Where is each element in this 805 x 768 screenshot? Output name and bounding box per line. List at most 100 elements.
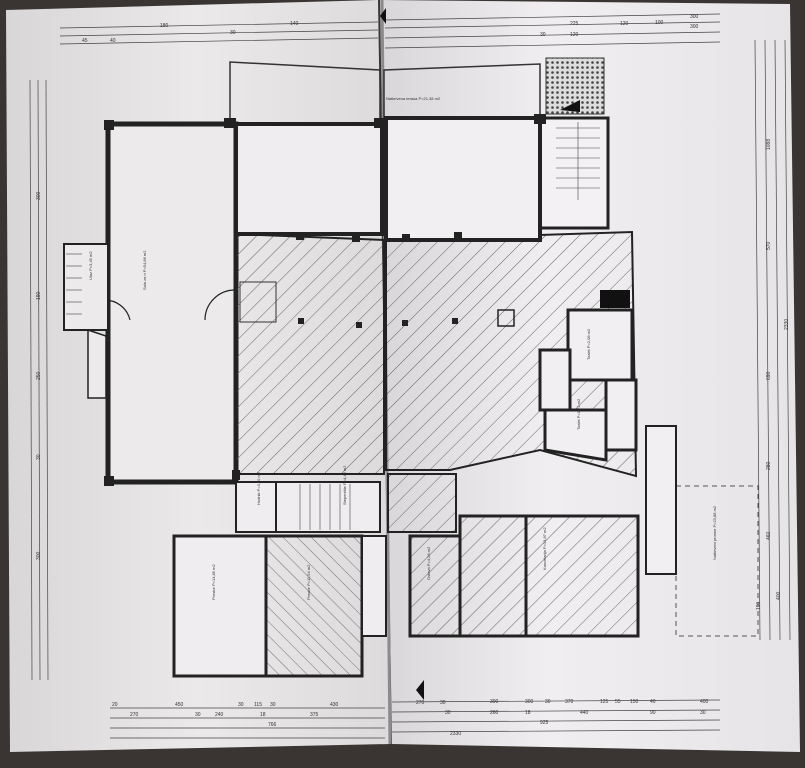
dim-label: 370 bbox=[565, 699, 574, 705]
dim-label: 270 bbox=[416, 700, 425, 706]
dim-label: 45 bbox=[82, 38, 88, 44]
entrance-steps bbox=[66, 253, 82, 315]
label-bottom-left: Prostor P=14,85 m2 bbox=[211, 564, 216, 600]
dim-label: 430 bbox=[330, 702, 339, 708]
dim-label: 18 bbox=[260, 712, 266, 718]
dim-label: 570 bbox=[766, 241, 772, 250]
dim-label: 250 bbox=[36, 371, 42, 380]
label-small-hall: Hodnik P=3,90 m2 bbox=[256, 471, 261, 505]
left-dimension-lines bbox=[29, 79, 49, 681]
dim-label: 260 bbox=[490, 710, 499, 716]
dim-label: 140 bbox=[290, 21, 299, 27]
dim-label: 300 bbox=[690, 14, 699, 20]
label-outdoor: Natkriveni prostor P=23,88 m2 bbox=[712, 505, 717, 560]
room-labels: Sala za ri P=54,86 m2 Ulaz P=3,45 m2 Nat… bbox=[88, 96, 717, 600]
dim-label: 115 bbox=[254, 702, 262, 708]
label-wc2: Toalet P=1,72 m2 bbox=[576, 398, 581, 430]
dim-label: 190 bbox=[36, 291, 42, 300]
dim-label: 225 bbox=[570, 21, 579, 27]
dim-label: 300 bbox=[525, 699, 534, 705]
dim-label: 30 bbox=[238, 702, 244, 708]
top-dimension-labels: 180 140 30 45 40 225 120 100 300 300 30 … bbox=[82, 14, 699, 44]
label-bottom-mid: Prostor P=11,54 m2 bbox=[306, 564, 311, 600]
arrow-mark bbox=[560, 100, 580, 112]
dim-label: 300 bbox=[36, 551, 42, 560]
dim-label: 400 bbox=[700, 699, 709, 705]
dim-label: 30 bbox=[270, 702, 276, 708]
stair-room bbox=[275, 481, 381, 533]
dim-label: 125 bbox=[600, 699, 609, 705]
dim-label: 190 bbox=[756, 601, 762, 610]
bottom-mid-room bbox=[264, 534, 364, 678]
dim-label: 120 bbox=[570, 32, 579, 38]
dim-label: 690 bbox=[766, 371, 772, 380]
stairwell-top bbox=[538, 116, 610, 230]
dim-label: 300 bbox=[36, 191, 42, 200]
bottom-dimension-lines bbox=[110, 699, 721, 739]
door-swing bbox=[204, 289, 236, 321]
dim-label: 30 bbox=[195, 712, 201, 718]
section-arrow-top bbox=[380, 8, 386, 24]
dim-label: 180 bbox=[160, 23, 169, 29]
dim-label: 240 bbox=[215, 712, 224, 718]
dim-label: 90 bbox=[650, 710, 656, 716]
office-room bbox=[524, 514, 640, 638]
dim-label: 390 bbox=[490, 699, 499, 705]
label-terrace: Natkrivena terasa P=21,38 m2 bbox=[386, 96, 441, 101]
small-hall-room bbox=[235, 481, 277, 533]
interior-stair bbox=[239, 281, 277, 323]
wc-block bbox=[538, 308, 638, 462]
ramp bbox=[87, 328, 107, 399]
dim-label: 30 bbox=[540, 32, 546, 38]
label-wc1: Toalet P=2,08 m2 bbox=[586, 328, 591, 360]
main-hall-room bbox=[105, 121, 239, 485]
left-dimension-labels: 300 190 250 30 300 bbox=[36, 191, 42, 560]
upper-room-left bbox=[234, 122, 384, 236]
top-dimension-lines bbox=[59, 13, 721, 49]
dim-label: 40 bbox=[650, 699, 656, 705]
right-dimension-labels: 1088 2330 570 690 280 460 400 190 bbox=[756, 139, 790, 610]
columns bbox=[104, 114, 546, 486]
terrace-outline-left bbox=[229, 61, 381, 118]
dim-label: 1088 bbox=[766, 139, 772, 150]
label-entrance: Ulaz P=3,45 m2 bbox=[88, 251, 93, 280]
dim-label: 300 bbox=[690, 24, 699, 30]
dim-label: 280 bbox=[766, 461, 772, 470]
dim-label: 30 bbox=[36, 454, 42, 460]
bottom-left-room bbox=[172, 534, 268, 678]
upper-room-right bbox=[384, 116, 542, 242]
dim-label: 766 bbox=[268, 722, 277, 728]
dim-label: 55 bbox=[615, 699, 621, 705]
section-arrow bbox=[416, 680, 424, 700]
dim-label: 120 bbox=[620, 21, 629, 27]
dim-label: 925 bbox=[540, 720, 549, 726]
black-fixture bbox=[600, 290, 630, 308]
label-stair: Stepenište P=4,46 m2 bbox=[342, 465, 347, 505]
dim-label: 150 bbox=[630, 699, 639, 705]
hall-small-right bbox=[387, 473, 457, 533]
label-office: Kancelarija P=13,87 m2 bbox=[542, 527, 547, 570]
dim-label: 450 bbox=[175, 702, 184, 708]
dim-label: 400 bbox=[776, 591, 782, 600]
dim-label: 30 bbox=[700, 710, 706, 716]
dim-label: 40 bbox=[110, 38, 116, 44]
dim-label: 460 bbox=[766, 531, 772, 540]
dim-label: 30 bbox=[230, 30, 236, 36]
dim-label: 2330 bbox=[784, 319, 790, 330]
dim-label: 18 bbox=[525, 710, 531, 716]
stair-steps-lower bbox=[299, 484, 351, 530]
right-dimension-lines bbox=[754, 39, 791, 641]
storage-room bbox=[408, 534, 462, 638]
hatched-area-left bbox=[235, 232, 385, 475]
label-main-hall: Sala za ri P=54,86 m2 bbox=[142, 250, 147, 290]
narrow-stair bbox=[361, 535, 387, 637]
label-storage: Ostava P=4,28 m2 bbox=[426, 546, 431, 580]
stair-steps-top bbox=[556, 122, 600, 200]
dim-label: 2330 bbox=[450, 731, 461, 737]
bottom-dimension-labels: 20 450 30 115 30 430 270 30 390 300 30 3… bbox=[112, 699, 709, 737]
dim-label: 30 bbox=[440, 700, 446, 706]
dim-label: 375 bbox=[310, 712, 319, 718]
dim-label: 440 bbox=[580, 710, 589, 716]
entrance-porch bbox=[63, 243, 109, 331]
